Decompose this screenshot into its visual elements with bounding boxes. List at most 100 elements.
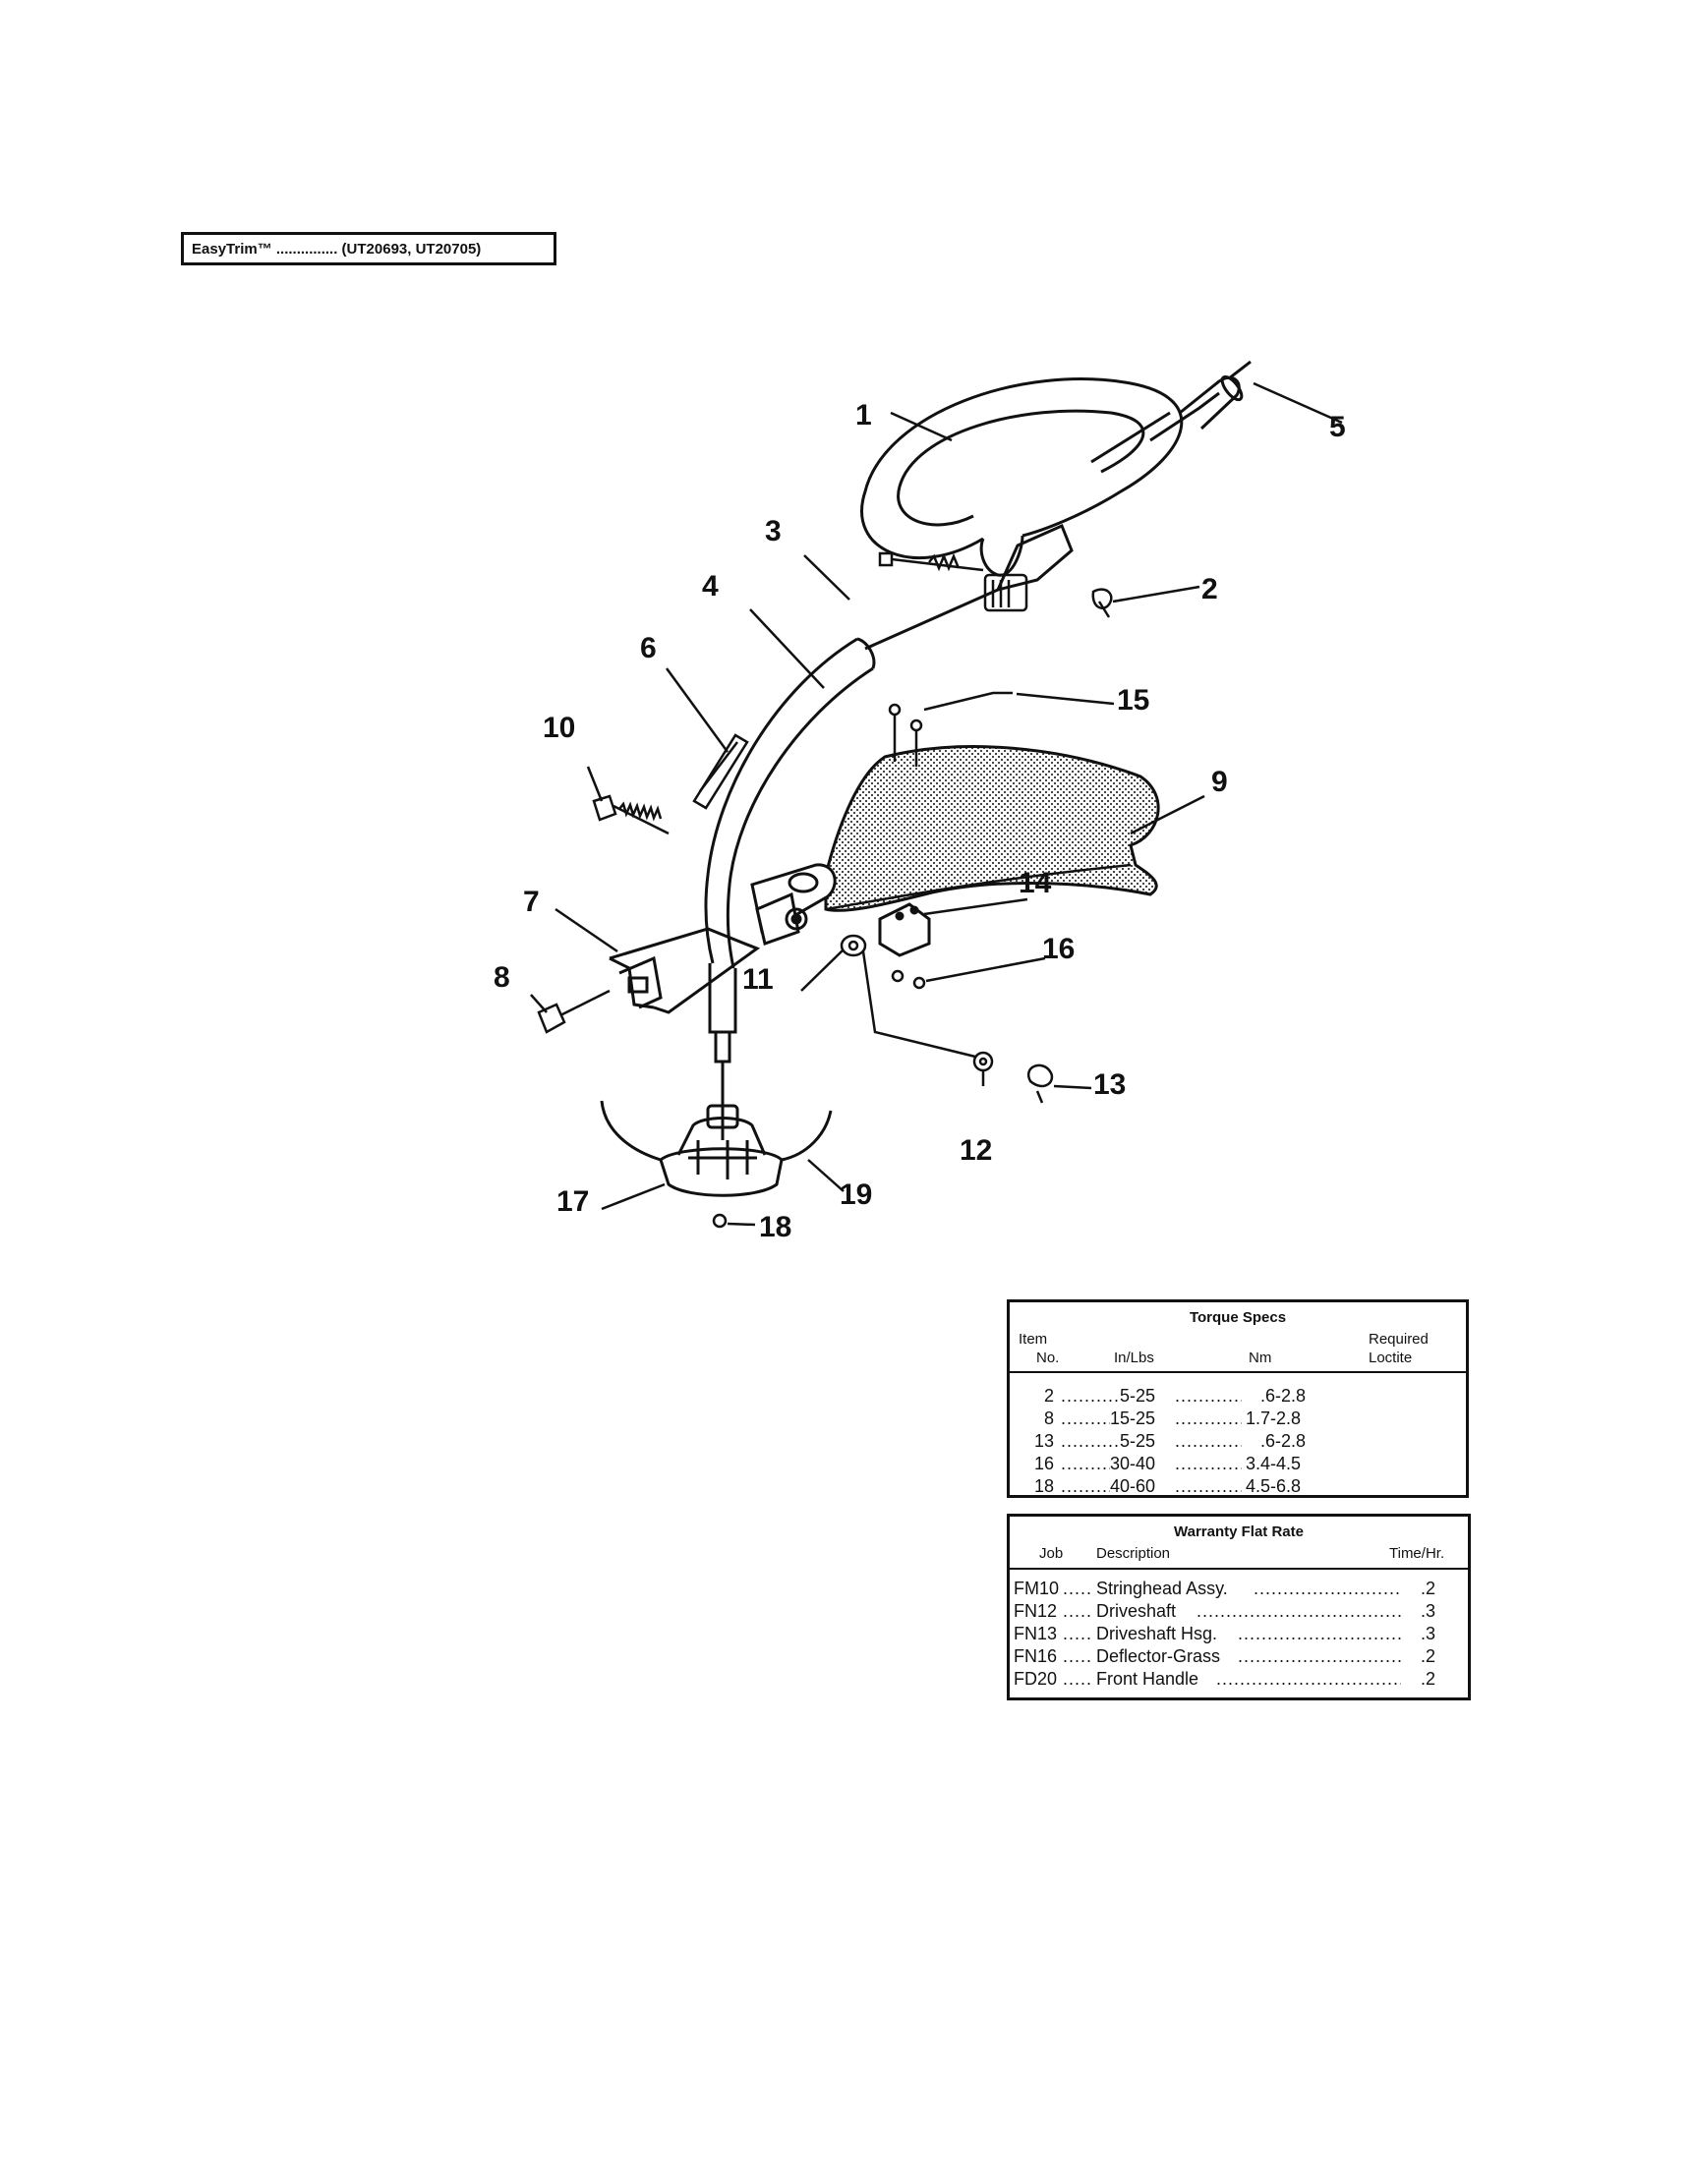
warranty-time: .2 [1421,1646,1436,1666]
torque-item: 16 [1034,1454,1055,1473]
torque-nm: 1.7-2.8 [1246,1408,1302,1428]
warranty-desc: Driveshaft Hsg. [1096,1624,1218,1643]
shaft-bracket-part [609,927,761,1014]
lock-washer-part [972,1051,994,1072]
leader-dots [1061,1475,1110,1498]
warranty-time: .2 [1421,1579,1436,1598]
leader-dots [1063,1668,1092,1691]
callout-17: 17 [556,1185,589,1218]
leader-dots [1175,1430,1242,1453]
torque-header-rule [1010,1371,1466,1373]
torque-specs-title: Torque Specs [1189,1309,1287,1326]
leader-dots [1063,1600,1092,1623]
warranty-time: .3 [1421,1624,1436,1643]
leader-dots [1238,1645,1401,1668]
leader-lines [530,381,1343,1227]
warranty-desc: Driveshaft [1096,1601,1177,1621]
label-strip-part [692,733,749,810]
handle-knob-part [983,573,1028,612]
torque-inlbs: 30-40 [1110,1454,1156,1473]
table-row: 13 5-25 .6-2.8 [1010,1430,1466,1453]
leader-dots [1063,1623,1092,1645]
table-row: 16 30-40 3.4-4.5 [1010,1453,1466,1475]
warranty-title: Warranty Flat Rate [1174,1523,1304,1540]
string-head-part [600,1100,833,1197]
leader-dots [1061,1385,1118,1408]
warranty-header-rule [1010,1568,1468,1570]
grip-sleeve-part [1179,360,1252,431]
warranty-job: FN13 [1014,1624,1058,1643]
callout-11: 11 [742,963,774,996]
warranty-job: FN16 [1014,1646,1058,1666]
torque-nm: .6-2.8 [1260,1386,1307,1406]
leader-dots [1063,1578,1092,1600]
col-loctite-l2: Loctite [1369,1350,1413,1366]
table-row: FN16 Deflector-Grass .2 [1010,1645,1468,1668]
leader-dots [1175,1408,1242,1430]
table-row: 2 5-25 .6-2.8 [1010,1385,1466,1408]
table-row: FM10 Stringhead Assy. .2 [1010,1578,1468,1600]
callout-4: 4 [702,570,719,603]
callout-8: 8 [494,961,510,994]
callout-15: 15 [1117,684,1149,717]
front-handle-part [860,377,1220,593]
callout-13: 13 [1093,1068,1126,1101]
col-job: Job [1039,1545,1064,1562]
torque-specs-table: Torque Specs Item No. In/Lbs Nm Required… [1007,1299,1469,1498]
warranty-flat-rate-table: Warranty Flat Rate Job Description Time/… [1007,1514,1471,1700]
leader-dots [1197,1600,1401,1623]
torque-nm: 4.5-6.8 [1246,1476,1302,1496]
model-header: EasyTrim™ ............... (UT20693, UT20… [181,232,556,265]
col-time: Time/Hr. [1389,1545,1445,1562]
leader-dots [1238,1623,1401,1645]
callout-3: 3 [765,515,782,547]
col-loctite-l1: Required [1369,1331,1429,1348]
callout-10: 10 [543,712,575,744]
washer-part [840,934,976,1059]
leader-dots [1175,1385,1242,1408]
grass-deflector-part [824,745,1160,912]
callout-14: 14 [1019,867,1052,899]
torque-item: 13 [1034,1431,1055,1451]
warranty-job: FN12 [1014,1601,1058,1621]
deflector-bracket-part [750,863,837,946]
callout-9: 9 [1211,766,1228,798]
callout-7: 7 [523,886,540,918]
leader-dots [1061,1408,1110,1430]
callout-12: 12 [960,1134,992,1167]
table-row: FN13 Driveshaft Hsg. .3 [1010,1623,1468,1645]
callout-2: 2 [1201,573,1218,605]
col-inlbs: In/Lbs [1114,1350,1154,1366]
model-header-text: EasyTrim™ ............... (UT20693, UT20… [192,240,482,258]
torque-inlbs: 5-25 [1120,1431,1156,1451]
mount-block-part [878,902,931,957]
leader-dots [1216,1668,1401,1691]
leader-dots [1175,1475,1242,1498]
table-row: FD20 Front Handle .2 [1010,1668,1468,1691]
mount-nuts-part [891,969,926,990]
col-nm: Nm [1249,1350,1272,1366]
torque-item: 8 [1044,1408,1055,1428]
leader-dots [1063,1645,1092,1668]
callout-5: 5 [1329,411,1346,443]
warranty-job: FD20 [1014,1669,1058,1689]
table-row: 8 15-25 1.7-2.8 [1010,1408,1466,1430]
warranty-time: .3 [1421,1601,1436,1621]
leader-dots [1175,1453,1242,1475]
callout-19: 19 [840,1178,872,1211]
long-bolt-part [592,794,670,835]
callout-18: 18 [759,1211,791,1243]
warranty-job: FM10 [1014,1579,1060,1598]
wing-nut-part [1091,588,1113,618]
col-item-l1: Item [1019,1331,1048,1348]
warranty-desc: Stringhead Assy. [1096,1579,1228,1598]
string-head-bolt-part [712,1213,728,1229]
deflector-screws-part [888,691,1013,767]
warranty-desc: Deflector-Grass [1096,1646,1221,1666]
col-description: Description [1096,1545,1171,1562]
callout-16: 16 [1042,933,1075,965]
leader-dots [1061,1430,1118,1453]
torque-item: 18 [1034,1476,1055,1496]
leader-dots [1061,1453,1110,1475]
table-row: 18 40-60 4.5-6.8 [1010,1475,1466,1498]
